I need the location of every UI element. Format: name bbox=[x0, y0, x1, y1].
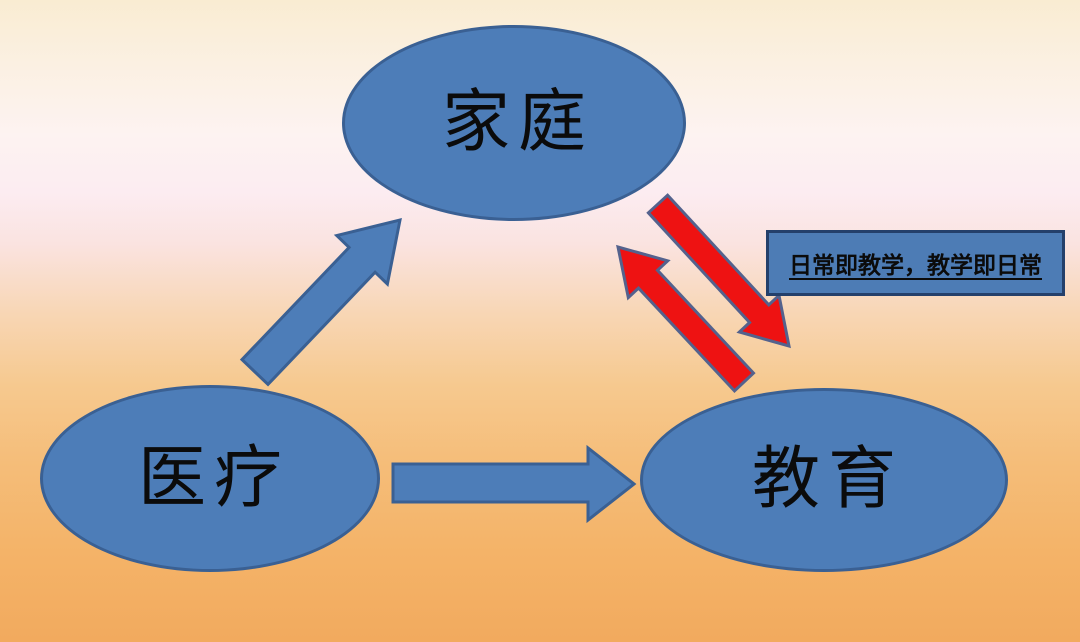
node-education-label: 教育 bbox=[751, 440, 904, 519]
arrow-medical-to-family bbox=[239, 217, 402, 387]
node-family: 家庭 bbox=[342, 25, 686, 221]
arrow-medical-to-education bbox=[391, 444, 637, 524]
arrow-family-to-education bbox=[646, 193, 791, 349]
arrow-education-to-family bbox=[616, 244, 756, 394]
annotation-box: 日常即教学，教学即日常 bbox=[766, 230, 1065, 296]
node-education: 教育 bbox=[640, 388, 1008, 572]
node-family-label: 家庭 bbox=[441, 83, 594, 162]
node-medical: 医疗 bbox=[40, 385, 380, 572]
node-medical-label: 医疗 bbox=[137, 438, 290, 518]
annotation-text: 日常即教学，教学即日常 bbox=[789, 252, 1042, 279]
